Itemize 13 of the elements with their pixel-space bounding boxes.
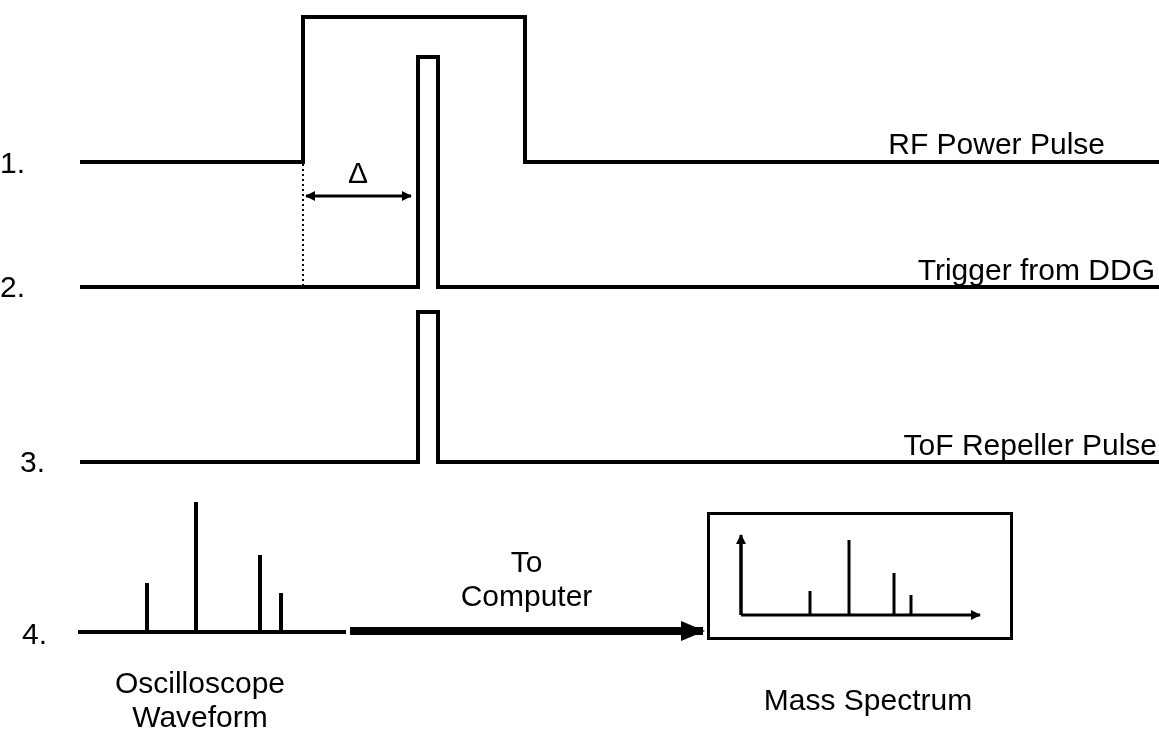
drawing-caption: Mass Spectrum: [763, 683, 973, 716]
delta-symbol: Δ: [347, 156, 368, 189]
signal-label: Trigger from DDG: [917, 253, 1155, 286]
waveform-drawing: [78, 500, 346, 636]
signal-label: RF Power Pulse: [888, 127, 1105, 160]
spectrum-box: [707, 512, 1013, 640]
drawing-caption: Oscilloscope Waveform: [114, 666, 286, 733]
edge-label: To Computer: [460, 545, 593, 612]
row-number: 3.: [20, 445, 46, 478]
signal-label: ToF Repeller Pulse: [903, 428, 1157, 461]
row-number: 1.: [0, 146, 26, 179]
row-number: 4.: [22, 617, 48, 650]
row-number: 2.: [0, 270, 26, 303]
